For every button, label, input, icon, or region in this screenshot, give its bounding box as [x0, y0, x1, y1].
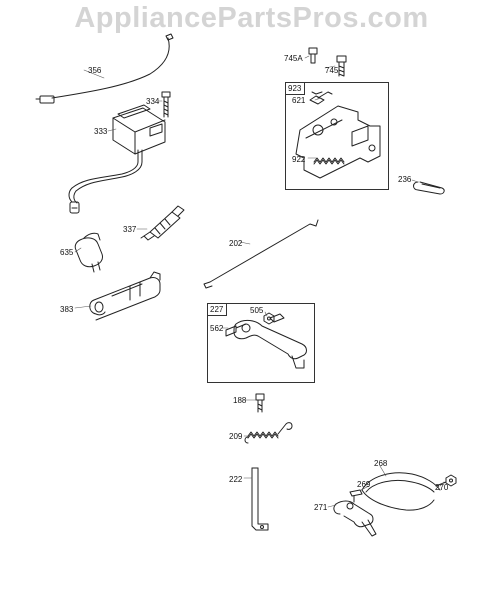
part-505-nut[interactable] — [263, 312, 275, 325]
part-222-bracket[interactable] — [251, 467, 269, 531]
part-269-cable-end[interactable] — [349, 489, 363, 503]
part-270-nut[interactable] — [435, 474, 457, 487]
label-635[interactable]: 635 — [60, 248, 74, 257]
label-505[interactable]: 505 — [250, 306, 264, 315]
group-box-227: 227 — [207, 303, 315, 383]
part-562-bolt[interactable] — [225, 323, 247, 337]
label-209[interactable]: 209 — [229, 432, 243, 441]
group-box-923: 923 — [285, 82, 389, 190]
group-tag-227 — [208, 304, 227, 316]
part-268-cable[interactable] — [361, 472, 441, 511]
part-923-control-bracket[interactable] — [295, 91, 381, 179]
label-227: 227 — [210, 305, 224, 314]
group-tag-923 — [286, 83, 305, 95]
part-188-screw[interactable] — [255, 393, 265, 413]
part-236-link[interactable] — [413, 181, 445, 195]
label-271[interactable]: 271 — [314, 503, 328, 512]
label-202[interactable]: 202 — [229, 239, 243, 248]
label-923: 923 — [288, 84, 302, 93]
part-209-governor-spring[interactable] — [244, 422, 293, 444]
part-745-bolt[interactable] — [336, 55, 347, 77]
watermark-logo: AppliancePartsPros.com — [74, 2, 429, 34]
part-337-spark-plug[interactable] — [140, 205, 185, 241]
label-334[interactable]: 334 — [146, 97, 160, 106]
part-271-control-lever[interactable] — [333, 500, 377, 537]
part-202-governor-rod[interactable] — [203, 219, 319, 289]
part-922-spring[interactable] — [313, 157, 345, 165]
label-269[interactable]: 269 — [357, 480, 371, 489]
part-635-spark-plug-boot[interactable] — [74, 232, 103, 273]
label-337[interactable]: 337 — [123, 225, 137, 234]
label-383[interactable]: 383 — [60, 305, 74, 314]
part-356-wire[interactable] — [35, 33, 174, 104]
label-268[interactable]: 268 — [374, 459, 388, 468]
label-356[interactable]: 356 — [88, 66, 102, 75]
part-334-screw[interactable] — [161, 91, 171, 118]
leader-lines — [74, 55, 445, 508]
part-745A-screw[interactable] — [308, 47, 318, 64]
part-333-ignition-armature[interactable] — [68, 104, 166, 214]
label-922[interactable]: 922 — [292, 155, 306, 164]
label-745A[interactable]: 745A — [284, 54, 303, 63]
part-383-tube-assembly[interactable] — [89, 271, 161, 321]
label-562[interactable]: 562 — [210, 324, 224, 333]
label-236[interactable]: 236 — [398, 175, 412, 184]
label-270[interactable]: 270 — [435, 483, 449, 492]
label-222[interactable]: 222 — [229, 475, 243, 484]
label-333[interactable]: 333 — [94, 127, 108, 136]
label-621[interactable]: 621 — [292, 96, 306, 105]
label-745[interactable]: 745 — [325, 66, 339, 75]
label-188[interactable]: 188 — [233, 396, 247, 405]
